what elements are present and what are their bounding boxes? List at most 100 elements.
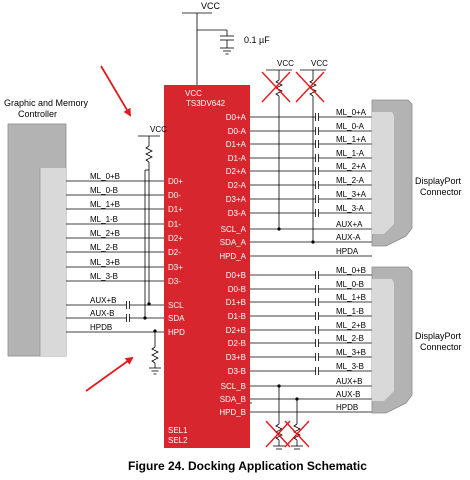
cross-out-icon	[295, 71, 325, 103]
ground-icon	[220, 47, 234, 55]
chip-left-pin: D2+	[168, 234, 183, 243]
pulldown-resistor	[151, 346, 159, 364]
source-signal-label: ML_1+B	[90, 200, 120, 209]
source-signal-label: ML_0-B	[90, 186, 118, 195]
port-a-signal-label: AUX-A	[336, 233, 361, 242]
port-b-signal-label: ML_2-B	[336, 334, 364, 343]
source-signal-label: ML_3+B	[90, 258, 120, 267]
chip-right-pin-a: D2+A	[226, 167, 247, 176]
pullup-vcc-left-label: VCC	[150, 125, 167, 134]
chip-left-pin: D3+	[168, 263, 183, 272]
chip-right-pin-a: D3+A	[226, 195, 247, 204]
connector-a-label-1: DisplayPort	[415, 176, 462, 186]
port-a-signal-label: ML_1-A	[336, 149, 365, 158]
chip-sel2: SEL2	[168, 436, 188, 445]
port-b-signal-label: ML_0+B	[336, 266, 366, 275]
port-a-signal-label: ML_1+A	[336, 135, 367, 144]
port-b-signal-label: ML_1+B	[336, 293, 366, 302]
port-b-signal-label: AUX-B	[336, 390, 360, 399]
source-signal-label: ML_1-B	[90, 215, 118, 224]
port-b-signal-label: ML_1-B	[336, 307, 364, 316]
displayport-connector-b: DisplayPort Connector	[371, 266, 462, 414]
chip-right-pin-b: D1+B	[226, 298, 246, 307]
chip-right-pin-a: D1-A	[228, 154, 247, 163]
port-a-signal-label: ML_0-A	[336, 122, 365, 131]
port-b-signal-label: ML_0-B	[336, 280, 364, 289]
chip-left-pin: HPD	[168, 328, 185, 337]
chip-left-pin: D0-	[168, 191, 181, 200]
chip-left-pin: D3-	[168, 277, 181, 286]
chip-left-pin: D0+	[168, 177, 183, 186]
pullup-vcc-a2-label: VCC	[311, 59, 328, 68]
port-b-signal-label: HPDB	[336, 403, 358, 412]
port-b-signal-label: ML_2+B	[336, 321, 366, 330]
chip-right-pin-a: D3-A	[228, 209, 247, 218]
source-signal-label: ML_2+B	[90, 229, 120, 238]
junction-dot	[277, 384, 281, 388]
chip-right-pin-b: D3-B	[228, 367, 246, 376]
source-signal-label: AUX-B	[90, 309, 114, 318]
source-signal-label: HPDB	[90, 323, 112, 332]
chip-right-pin-a: D2-A	[228, 181, 247, 190]
port-a-signal-label: HPDA	[336, 247, 359, 256]
port-a-signal-label: AUX+A	[336, 220, 363, 229]
port-b-signal-label: AUX+B	[336, 377, 362, 386]
chip-part-name: TS3DV642	[186, 99, 226, 108]
port-a-signal-label: ML_2-A	[336, 176, 365, 185]
source-signal-label: AUX+B	[90, 296, 116, 305]
annotation-arrow-top	[100, 65, 132, 117]
cross-out-icon	[261, 71, 291, 103]
top-vcc-label: VCC	[201, 1, 221, 11]
chip-left-pin: D1+	[168, 205, 183, 214]
pullup-resistor-top	[145, 145, 153, 163]
controller-title-1: Graphic and Memory	[4, 98, 89, 108]
chip-left-pin: D2-	[168, 248, 181, 257]
chip-right-pin-b: D1-B	[228, 312, 246, 321]
annotation-arrow-bottom	[85, 356, 134, 392]
chip-left-pin: SDA	[168, 314, 185, 323]
chip-right-pin-b: D0-B	[228, 285, 246, 294]
chip-right-pin-b: SDA_B	[220, 395, 246, 404]
chip-right-pin-a: D0-A	[228, 127, 247, 136]
chip-right-pin-a: SCL_A	[221, 225, 247, 234]
cross-out-icon	[265, 420, 291, 448]
port-b-signal-label: ML_3+B	[336, 348, 366, 357]
junction-dot	[295, 397, 299, 401]
mux-chip	[164, 85, 250, 448]
ground-icon	[273, 445, 285, 450]
chip-right-pin-a: SDA_A	[220, 238, 247, 247]
chip-right-pin-a: HPD_A	[219, 252, 246, 261]
pullup-vcc-a1-label: VCC	[277, 59, 294, 68]
source-signal-label: ML_2-B	[90, 243, 118, 252]
port-a-signal-label: ML_2+A	[336, 162, 367, 171]
source-signal-label: ML_3-B	[90, 272, 118, 281]
connector-b-label-2: Connector	[420, 342, 462, 352]
chip-right-pin-b: D3+B	[226, 353, 246, 362]
displayport-connector-a: DisplayPort Connector	[371, 99, 462, 247]
chip-right-pin-b: SCL_B	[221, 382, 246, 391]
connector-b-label-1: DisplayPort	[415, 331, 462, 341]
chip-sel1: SEL1	[168, 426, 188, 435]
port-a-signal-label: ML_0+A	[336, 108, 367, 117]
port-a-signal-label: ML_3-A	[336, 204, 365, 213]
chip-right-pin-a: D0+A	[226, 113, 247, 122]
cross-out-icon	[284, 420, 310, 448]
chip-right-pin-b: D0+B	[226, 271, 246, 280]
connector-a-label-2: Connector	[420, 187, 462, 197]
figure-caption: Figure 24. Docking Application Schematic	[128, 459, 367, 473]
graphics-controller: Graphic and Memory Controller	[4, 98, 89, 357]
ground-icon	[149, 367, 161, 375]
chip-right-pin-b: HPD_B	[219, 408, 246, 417]
port-b-signal-label: ML_3-B	[336, 362, 364, 371]
chip-right-pin-a: D1+A	[226, 140, 247, 149]
controller-title-2: Controller	[18, 109, 57, 119]
source-signal-label: ML_0+B	[90, 172, 120, 181]
chip-right-pin-b: D2+B	[226, 326, 246, 335]
port-a-signal-label: ML_3+A	[336, 190, 367, 199]
chip-left-pin: SCL	[168, 301, 184, 310]
cap-value-label: 0.1 µF	[244, 35, 270, 45]
chip-vcc-label: VCC	[185, 89, 202, 98]
chip-right-pin-b: D2-B	[228, 339, 246, 348]
chip-left-pin: D1-	[168, 220, 181, 229]
